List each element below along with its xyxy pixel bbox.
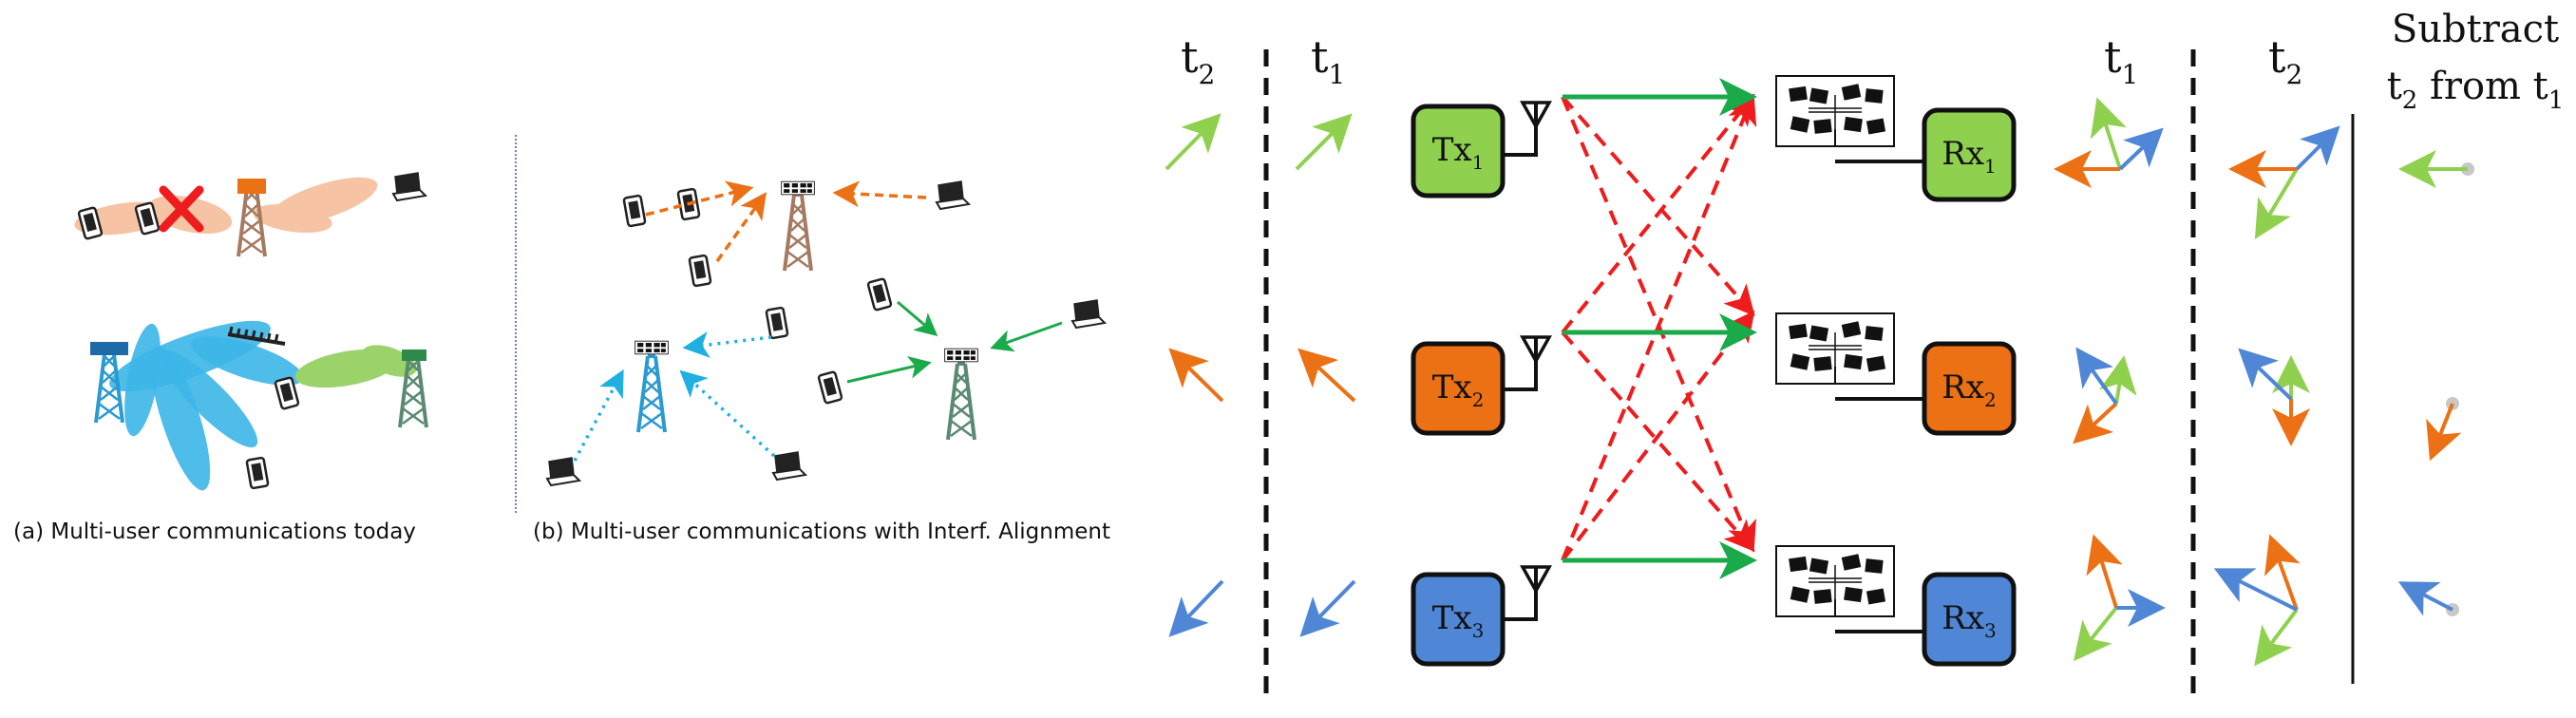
blue-tower: [636, 354, 667, 434]
caption-b: (b) Multi-user communications with Inter…: [533, 520, 1110, 544]
rx3-t2-vectors: [2213, 534, 2301, 667]
signal-vector: [1297, 348, 1356, 403]
svg-text:Tx1: Tx1: [1432, 131, 1485, 174]
panel-a-today: (a) Multi-user communications today: [13, 172, 428, 544]
phone-icon: [765, 306, 789, 340]
laptop-icon: [936, 180, 970, 210]
link-arrow: [645, 180, 754, 217]
antenna-array-icon: [635, 340, 669, 355]
antenna-array-icon: [781, 180, 815, 196]
link-arrow: [682, 331, 772, 358]
interference-arrow: [1561, 96, 1756, 553]
tx3-box: Tx3: [1411, 572, 1506, 667]
rx2-t1-vectors: [2073, 347, 2137, 444]
interference-arrow: [1561, 310, 1755, 562]
time-label-t2: t2: [2268, 31, 2302, 90]
time-label-t1: t1: [1311, 31, 1345, 90]
link-arrow: [897, 300, 938, 336]
rx2-antenna-array: [1775, 312, 1895, 385]
svg-text:Tx2: Tx2: [1432, 368, 1485, 411]
rx1-result-vector: [2398, 150, 2474, 188]
link-arrow: [832, 180, 927, 208]
laptop-icon: [392, 172, 426, 201]
rx3-t1-vectors: [2074, 534, 2166, 662]
time-label-t2: t2: [1181, 31, 1215, 90]
rx1-t1-vectors: [2054, 97, 2164, 188]
rx2-result-vector: [2426, 397, 2462, 462]
link-arrow: [573, 368, 624, 462]
svg-text:Rx1: Rx1: [1941, 135, 1997, 178]
subtract-label-line2: t2 from t1: [2387, 65, 2565, 115]
tx2-box: Tx2: [1411, 341, 1506, 436]
signal-vector: [1295, 113, 1353, 171]
interference-arrow: [1561, 93, 1755, 334]
panel-b-interference-alignment: (b) Multi-user communications with Inter…: [533, 180, 1110, 544]
laptop-icon: [772, 451, 806, 481]
signal-vector: [1165, 113, 1222, 171]
rx3-box: Rx3: [1922, 572, 2017, 667]
orange-tower: [783, 193, 813, 273]
signal-vector: [1168, 348, 1224, 403]
svg-text:Tx3: Tx3: [1432, 599, 1485, 642]
phone-icon: [866, 276, 893, 312]
beam-lobe: [160, 350, 258, 448]
beam-lobe: [253, 203, 332, 234]
signal-vector: [1299, 579, 1356, 637]
tower-head: [402, 350, 426, 361]
laptop-icon: [546, 457, 580, 486]
phone-icon: [817, 369, 843, 406]
panel-c-signal-diagram: t2 t1 t1 t2 Subtract t2 from t1: [1165, 8, 2565, 693]
tx1-box: Tx1: [1411, 104, 1506, 198]
antenna-array-icon: [227, 326, 286, 346]
link-arrow: [679, 369, 776, 458]
phone-icon: [622, 194, 647, 228]
blocked-x-icon: [159, 185, 204, 233]
svg-text:Rx2: Rx2: [1941, 368, 1997, 411]
rx3-antenna-array: [1775, 545, 1895, 617]
beam-lobe: [124, 323, 161, 437]
antenna-array-icon: [944, 348, 978, 363]
signal-vector: [1168, 579, 1224, 637]
phone-icon: [245, 456, 270, 490]
laptop-icon: [1071, 299, 1106, 329]
rx2-box: Rx2: [1922, 341, 2017, 436]
link-arrow: [846, 356, 932, 384]
rx1-t2-vectors: [2228, 125, 2340, 239]
rx1-box: Rx1: [1922, 107, 2017, 202]
link-arrow: [990, 321, 1063, 352]
antenna-icon: [1503, 101, 1552, 621]
tower-head: [237, 179, 266, 194]
interference-arrow: [1561, 331, 1755, 553]
rx1-antenna-array: [1775, 75, 1895, 147]
blue-tower: [94, 345, 124, 425]
beam-lobe: [150, 345, 211, 491]
interference-links: [1561, 93, 1757, 562]
time-label-t1: t1: [2104, 31, 2138, 90]
caption-a: (a) Multi-user communications today: [13, 520, 416, 544]
phone-icon: [688, 254, 712, 288]
rx2-t2-vectors: [2238, 348, 2310, 446]
link-arrow: [715, 192, 767, 263]
subtract-label: Subtract: [2392, 8, 2559, 51]
interference-arrow: [1561, 93, 1757, 561]
svg-text:Rx3: Rx3: [1941, 599, 1997, 642]
green-tower: [946, 362, 976, 442]
rx3-result-vector: [2397, 581, 2459, 616]
tower-head: [90, 342, 128, 355]
beam-lobe: [190, 336, 304, 386]
